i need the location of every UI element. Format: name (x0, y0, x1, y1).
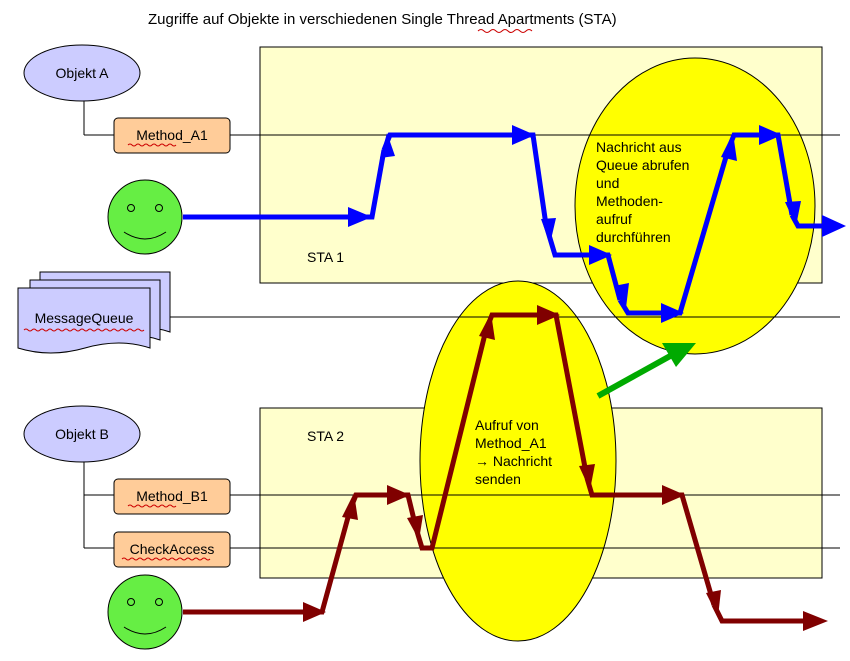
method-a1-label: Method_A1 (136, 127, 208, 143)
method-b1-label: Method_B1 (136, 488, 208, 504)
objekt-a-label: Objekt A (56, 65, 110, 81)
objekt-b-label: Objekt B (55, 426, 109, 442)
sta1-label: STA 1 (307, 249, 344, 265)
sta1-highlight-ellipse (574, 57, 816, 355)
note-sta1-line-1: Nachricht aus (596, 139, 682, 155)
note-sta2-line-2: Method_A1 (475, 435, 547, 451)
objekt-a-node: Objekt A (23, 44, 141, 102)
green-message-arrow (596, 343, 696, 399)
note-sta2-line-3: → Nachricht (475, 453, 552, 469)
note-sta1-text: Nachricht aus Queue abrufen und Methoden… (596, 139, 693, 245)
smiley-thread-b (107, 574, 183, 650)
smiley-thread-a (107, 179, 183, 255)
check-access-box: CheckAccess (113, 531, 231, 568)
note-sta1-line-5: aufruf (596, 211, 632, 227)
note-sta2-text: Aufruf von Method_A1 → Nachricht senden (475, 417, 556, 487)
message-queue-label: MessageQueue (35, 310, 134, 326)
method-a1-box: Method_A1 (113, 117, 231, 154)
blue-arrowheads (348, 125, 846, 323)
objekt-b-node: Objekt B (23, 405, 141, 463)
note-sta1-line-4: Methoden- (596, 193, 663, 209)
sta2-label: STA 2 (307, 428, 344, 444)
red-arrowheads (303, 305, 828, 631)
note-sta1-line-2: Queue abrufen (596, 157, 689, 173)
note-sta1-line-6: durchführen (596, 229, 671, 245)
note-sta2-line-4: senden (475, 471, 521, 487)
note-sta1-line-3: und (596, 175, 619, 191)
diagram-title: Zugriffe auf Objekte in verschiedenen Si… (148, 11, 617, 28)
title-wavy-underline (477, 29, 533, 33)
message-queue-node: MessageQueue (17, 271, 171, 354)
method-b1-box: Method_B1 (113, 478, 231, 515)
check-access-label: CheckAccess (130, 541, 215, 557)
note-sta2-line-1: Aufruf von (475, 417, 539, 433)
